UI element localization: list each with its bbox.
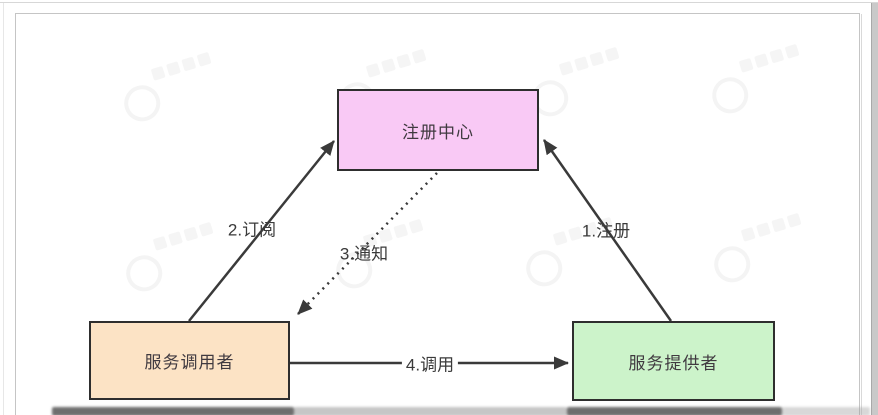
node-registry: 注册中心 [337,89,539,171]
window-right-edge [871,3,878,415]
node-provider: 服务提供者 [572,321,775,401]
window-left-border [3,3,4,415]
edge-subscribe-label: 2.订阅 [227,220,277,240]
node-provider-label: 服务提供者 [628,353,719,373]
window-top-border [0,2,878,3]
image-frame [15,13,860,415]
node-consumer-label: 服务调用者 [144,353,235,372]
frame-right-shadow [861,14,862,415]
node-consumer: 服务调用者 [89,321,290,400]
edge-notify-label: 3.通知 [339,244,389,264]
bottom-cutoff-element [52,407,870,415]
edge-invoke-label: 4.调用 [401,350,459,376]
node-registry-label: 注册中心 [402,122,474,142]
edge-register-label: 1.注册 [581,221,631,241]
